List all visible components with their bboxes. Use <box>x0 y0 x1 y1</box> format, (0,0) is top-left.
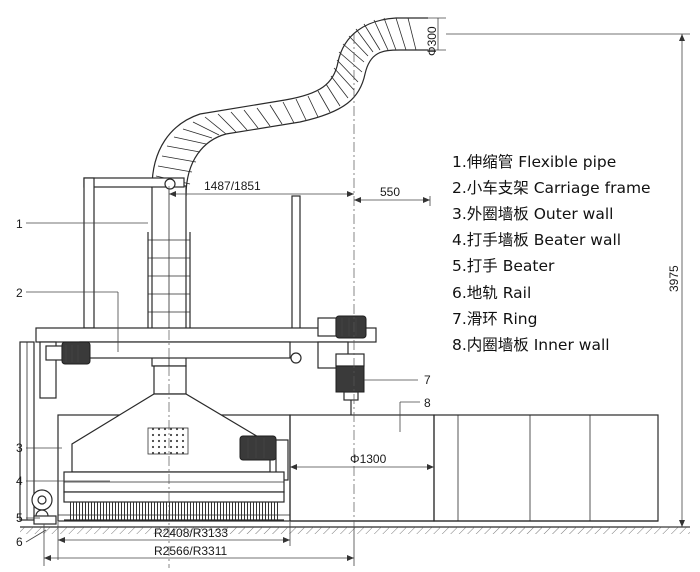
right-offset-label: 550 <box>380 185 400 199</box>
inner-diameter-dimension: Φ1300 <box>290 452 434 470</box>
callout-3: 3 <box>16 441 62 455</box>
slip-ring <box>335 353 365 415</box>
legend-item-2: 2.小车支架 Carriage frame <box>452 179 651 197</box>
ground-floor <box>20 526 690 534</box>
radius-outer-label: R2566/R3311 <box>154 544 227 558</box>
legend: 1.伸缩管 Flexible pipe 2.小车支架 Carriage fram… <box>452 153 651 354</box>
svg-text:2: 2 <box>16 286 23 300</box>
rail-wheels <box>31 489 57 525</box>
callout-6: 6 <box>16 529 47 549</box>
inner-wall-panels <box>289 414 659 522</box>
carriage-span-label: 1487/1851 <box>204 179 261 193</box>
callout-7: 7 <box>364 373 431 387</box>
radius-inner-label: R2408/R3133 <box>154 526 228 540</box>
legend-item-1: 1.伸缩管 Flexible pipe <box>452 153 616 171</box>
pipe-diameter-dimension: Φ300 <box>425 17 690 56</box>
svg-text:8: 8 <box>424 396 431 410</box>
beater-wall <box>63 471 285 493</box>
legend-item-6: 6.地轨 Rail <box>452 284 531 302</box>
callout-4: 4 <box>16 474 110 488</box>
right-offset-dimension: 550 <box>354 185 431 206</box>
callout-1: 1 <box>16 217 148 231</box>
inner-diameter-label: Φ1300 <box>350 452 387 466</box>
svg-text:1: 1 <box>16 217 23 231</box>
svg-text:6: 6 <box>16 535 23 549</box>
total-height-label: 3975 <box>667 265 681 292</box>
legend-item-7: 7.滑环 Ring <box>452 310 537 328</box>
callout-2: 2 <box>16 286 119 352</box>
callout-8: 8 <box>399 396 431 432</box>
total-height-dimension: 3975 <box>658 34 690 528</box>
legend-item-5: 5.打手 Beater <box>452 257 555 275</box>
callout-5: 5 <box>16 511 40 525</box>
radius-inner-dimension: R2408/R3133 <box>57 522 291 560</box>
svg-text:4: 4 <box>16 474 23 488</box>
legend-item-8: 8.内圈墙板 Inner wall <box>452 336 610 354</box>
svg-text:3: 3 <box>16 441 23 455</box>
carriage-span-dimension: 1487/1851 <box>169 179 354 197</box>
svg-text:7: 7 <box>424 373 431 387</box>
pipe-diameter-label: Φ300 <box>425 26 439 56</box>
beater-brush <box>63 491 285 521</box>
beater-hood <box>71 365 289 481</box>
drive-motor-right <box>317 315 367 339</box>
svg-text:5: 5 <box>16 511 23 525</box>
legend-item-3: 3.外圈墙板 Outer wall <box>452 205 613 223</box>
legend-item-4: 4.打手墙板 Beater wall <box>452 231 621 249</box>
drive-motor-left <box>45 341 91 365</box>
